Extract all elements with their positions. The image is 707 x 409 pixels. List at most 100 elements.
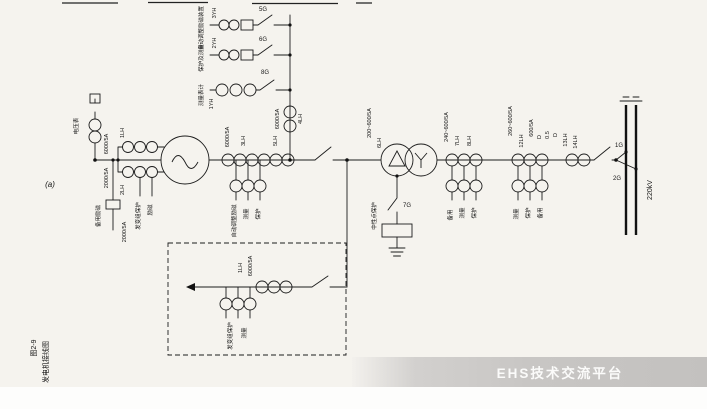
junction-dot (624, 150, 628, 154)
ct-circle (283, 105, 297, 119)
arrowhead (186, 283, 195, 291)
right2-id2: 13LH (563, 133, 569, 146)
ct-circle (134, 166, 146, 178)
branch2-wire (209, 44, 291, 56)
right2-id1: 12LH (519, 134, 525, 147)
pt-circle (243, 83, 257, 97)
tx-ct-ratio: 200~600/5A (367, 108, 373, 138)
right1-below3: 保护 (470, 207, 478, 219)
ct-circle (281, 153, 295, 167)
junction-dot (634, 167, 638, 171)
ct-circle (469, 153, 483, 167)
ct-circle (122, 166, 134, 178)
branch2-label: 保护及测量 (197, 44, 205, 72)
branch1-pt-id: 3YH (212, 8, 218, 19)
ct-circle (243, 297, 257, 311)
right1-id1: 7LH (455, 136, 461, 146)
bus-tie-lower-id: 2G (613, 176, 621, 182)
main-ct-id2: 5LH (273, 136, 279, 146)
gen-below-label2: 测量 (242, 208, 250, 220)
figure-caption-number: 图2-9 (30, 339, 38, 356)
gen-below-label3: 保护 (254, 208, 262, 220)
neutral-arrester-box (381, 223, 413, 238)
ct-circle (577, 153, 591, 167)
branch3-switch-id: 8G (261, 70, 269, 76)
right1-ratio: 240~600/5A (444, 112, 450, 142)
branch2-pt-id: 2YH (212, 38, 218, 49)
aux-device-box (105, 199, 121, 210)
right-pt-id: 14LH (573, 135, 579, 148)
ct-circle (146, 141, 158, 153)
junction-dot (288, 88, 292, 92)
bus-tie-upper-id: 1G (615, 143, 623, 149)
fuse-symbol (89, 93, 101, 104)
tx-ct-id: 6LH (377, 138, 383, 148)
watermark-bar (352, 357, 707, 387)
gen-ct2-ratio: 2000/5A (104, 167, 110, 188)
box-label2: 测量 (240, 327, 248, 339)
branch1-switch-id: 5G (259, 7, 267, 13)
excitation-label: 励磁 (146, 204, 154, 216)
right2-ratio2: 600/5A (529, 119, 535, 137)
ct-circle (283, 119, 297, 133)
ct-circle (146, 166, 158, 178)
pt-circle (215, 83, 229, 97)
box-ct-ratio: 6000/5A (248, 255, 254, 276)
junction-dot (93, 158, 97, 162)
box-ct-id: 1LH (238, 263, 244, 273)
aux-ratio: 2000/5A (122, 221, 128, 242)
ct-circle (469, 179, 483, 193)
box-label1: 发变组保护 (226, 322, 234, 350)
labels: 自动调整励磁装置 3YH 5G 保护及测量 2YH 6G 测量表计 1YH 8G… (30, 6, 654, 383)
fuse-symbol (240, 19, 254, 31)
pt-circle (228, 49, 240, 61)
ct-circle (279, 280, 293, 294)
right2-d1: D (537, 135, 543, 139)
main-ct-id1: 3LH (241, 136, 247, 146)
junction-dots (93, 23, 638, 178)
branch3-wire (209, 79, 291, 91)
right1-id2: 8LH (467, 136, 473, 146)
right1-below1: 备用 (446, 209, 454, 220)
right2-below1: 测量 (512, 208, 520, 220)
wiring (94, 14, 637, 319)
junction-dot (116, 158, 120, 162)
ct-circle (535, 153, 549, 167)
junction-dot (288, 23, 292, 27)
junction-dot (111, 158, 115, 162)
pt-circle (229, 83, 243, 97)
junction-dot (345, 158, 349, 162)
sub-figure-label: (a) (45, 180, 55, 189)
ct-circle (122, 141, 134, 153)
branch3-pt-id: 1YH (209, 99, 215, 110)
right2-accuracy: 0.5 (545, 131, 551, 139)
gen-protection-label: 发变组保护 (134, 202, 142, 230)
neutral-switch-id: 7G (403, 203, 411, 209)
pt-circle (228, 19, 240, 31)
branch2-switch-id: 6G (259, 37, 267, 43)
bus-voltage-label: 220kV (647, 180, 654, 200)
generator-sine-icon (171, 155, 199, 169)
neutral-branch-wire (387, 175, 398, 249)
wye-winding-icon (414, 152, 428, 168)
trunk-ct-ratio: 6000/5A (275, 108, 281, 129)
ct-circle (134, 141, 146, 153)
neutral-label: 中性点保护 (370, 202, 378, 230)
right1-below2: 测量 (458, 207, 466, 219)
dashed-box-stubs (225, 286, 251, 319)
right2-d2: D (553, 133, 559, 137)
fuse-symbol (240, 49, 254, 61)
junction-dot (288, 53, 292, 57)
aux-label: 备用励磁 (94, 205, 102, 228)
transformer-secondary-winding (404, 143, 438, 177)
right2-ratio: 260~600/5A (508, 106, 514, 136)
junction-dot (395, 174, 399, 178)
pt-circle (88, 118, 102, 132)
ct-circle (535, 179, 549, 193)
gen-ct2-id: 2LH (120, 185, 126, 195)
generator-symbol (160, 135, 210, 185)
junction-dot (614, 158, 618, 162)
